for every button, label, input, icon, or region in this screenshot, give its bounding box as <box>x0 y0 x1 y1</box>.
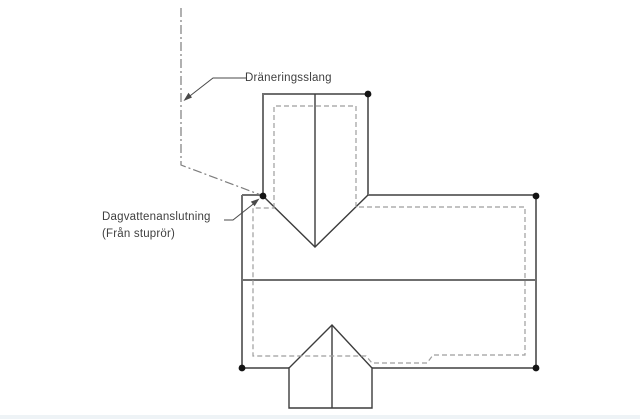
drain-hose-arrowhead <box>183 92 192 101</box>
drain-hose-leader-line <box>185 77 246 100</box>
bottom-edge-band <box>0 415 640 419</box>
stormwater-connection-label: Dagvattenanslutning (Från stuprör) <box>102 209 211 242</box>
drain-hose-dashdot-line <box>180 8 262 196</box>
stormwater-connection-label-line1: Dagvattenanslutning <box>102 211 211 223</box>
connection-dot-top-right <box>532 192 540 200</box>
connection-dot-wing-top-right <box>364 90 372 98</box>
connection-dot-bottom-left <box>238 364 246 372</box>
drain-pipe-dashed-line <box>252 105 526 364</box>
building-outline <box>241 93 537 369</box>
stormwater-arrowhead <box>250 198 260 207</box>
stormwater-leader-line <box>224 200 258 221</box>
stormwater-connection-label-line2: (Från stuprör) <box>102 227 176 240</box>
bottom-wing-outline <box>288 323 373 409</box>
connection-dot-stormwater <box>259 192 267 200</box>
drain-hose-label: Dräneringsslang <box>245 72 332 84</box>
connection-dot-bottom-right <box>532 364 540 372</box>
